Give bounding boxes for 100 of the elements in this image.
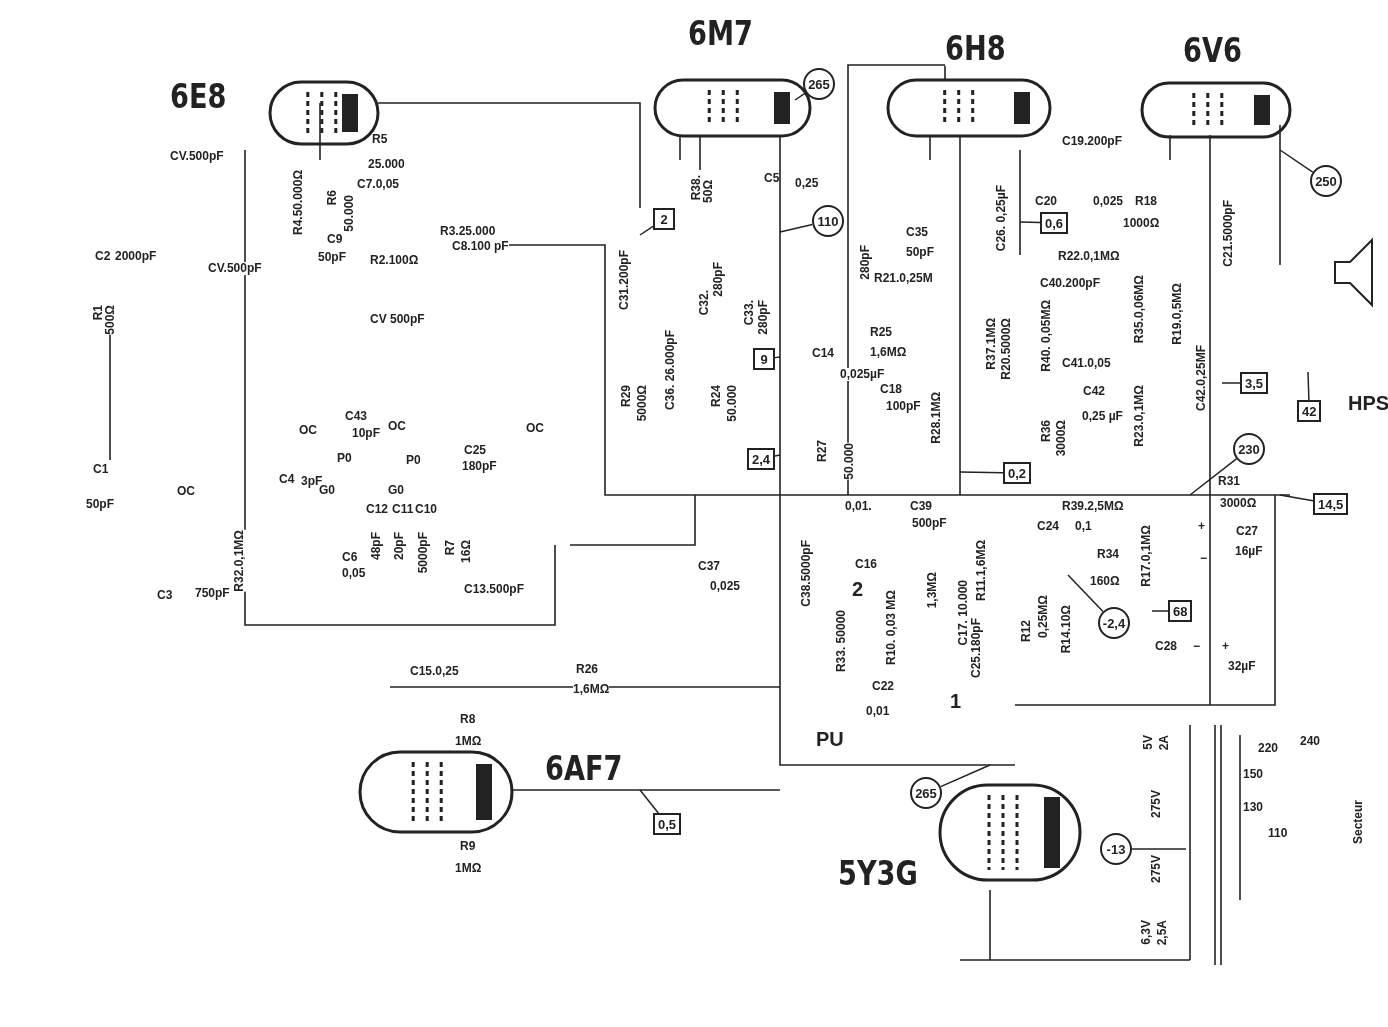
component-label: 240 bbox=[1300, 735, 1321, 748]
component-label: R37.1MΩ bbox=[985, 318, 998, 370]
component-label: R40. 0,05MΩ bbox=[1040, 300, 1053, 372]
component-label: C40.200pF bbox=[1040, 277, 1101, 290]
component-label: 500pF bbox=[912, 517, 947, 530]
component-label: C38.5000pF bbox=[800, 540, 813, 607]
component-label: 50.000 bbox=[343, 195, 356, 232]
component-label: C14 bbox=[812, 347, 834, 360]
leader-line bbox=[1221, 382, 1241, 384]
component-label: C24 bbox=[1037, 520, 1059, 533]
component-label: R20.5000Ω bbox=[1000, 318, 1013, 380]
component-label: C13.500pF bbox=[464, 583, 525, 596]
component-label: R28.1MΩ bbox=[930, 392, 943, 444]
component-label: C42 bbox=[1083, 385, 1105, 398]
component-label: 32µF bbox=[1228, 660, 1256, 673]
voltage-box: 42 bbox=[1297, 400, 1322, 422]
leader-line bbox=[639, 789, 660, 814]
component-label: 0,05 bbox=[342, 567, 366, 580]
component-label: R26 bbox=[576, 663, 598, 676]
switch-position-label: P0 bbox=[337, 452, 352, 465]
component-label: C39 bbox=[910, 500, 932, 513]
component-label: C7.0,05 bbox=[357, 178, 400, 191]
component-label: 50Ω bbox=[702, 180, 715, 203]
leader-line bbox=[794, 92, 807, 101]
component-label: 280pF bbox=[859, 245, 872, 280]
component-label: C27 bbox=[1236, 525, 1258, 538]
component-label: R3.25.000 bbox=[440, 225, 496, 238]
leader-line bbox=[939, 764, 991, 788]
component-label: R27 bbox=[816, 440, 829, 462]
component-label: C42.0,25MF bbox=[1195, 345, 1208, 412]
component-label: 50.000 bbox=[726, 385, 739, 422]
voltage-box: 0,2 bbox=[1003, 462, 1032, 484]
leader-line bbox=[774, 356, 781, 359]
component-label: R5 bbox=[372, 133, 388, 146]
component-label: C4 bbox=[279, 473, 295, 486]
component-label: C15.0,25 bbox=[410, 665, 459, 678]
component-label: R18 bbox=[1135, 195, 1157, 208]
component-label: C6 bbox=[342, 551, 358, 564]
component-label: 275V bbox=[1150, 790, 1163, 819]
component-label: 160Ω bbox=[1090, 575, 1120, 588]
component-label: R17.0,1MΩ bbox=[1140, 525, 1153, 587]
component-label: R31 bbox=[1218, 475, 1240, 488]
component-label: C18 bbox=[880, 383, 902, 396]
component-label: 16Ω bbox=[460, 540, 473, 563]
leader-line bbox=[779, 223, 814, 233]
component-label: R4.50.000Ω bbox=[292, 170, 305, 235]
voltage-circle: 265 bbox=[803, 68, 835, 100]
component-label: 275V bbox=[1150, 855, 1163, 884]
leader-line bbox=[959, 471, 1004, 474]
component-label: 0,025 bbox=[710, 580, 741, 593]
voltage-circle: 265 bbox=[910, 777, 942, 809]
voltage-box: 68 bbox=[1168, 600, 1193, 622]
component-label: R11.1,6MΩ bbox=[975, 540, 988, 601]
component-label: C3 bbox=[157, 589, 173, 602]
component-label: C31.200pF bbox=[618, 250, 631, 311]
component-label: CV.500pF bbox=[208, 262, 262, 275]
component-label: 3000Ω bbox=[1055, 420, 1068, 457]
component-label: C37 bbox=[698, 560, 720, 573]
voltage-box: 3,5 bbox=[1240, 372, 1269, 394]
switch-position-label: OC bbox=[388, 420, 406, 433]
leader-line bbox=[1151, 610, 1169, 612]
component-label: 220 bbox=[1258, 742, 1279, 755]
component-label: 50.000 bbox=[843, 443, 856, 480]
component-label: C11 bbox=[392, 503, 414, 516]
component-label: 50pF bbox=[318, 251, 346, 264]
voltage-circle: -2,4 bbox=[1098, 607, 1130, 639]
component-label: C43 bbox=[345, 410, 367, 423]
component-label: R23.0,1MΩ bbox=[1133, 385, 1146, 447]
component-label: CV.500pF bbox=[170, 150, 224, 163]
component-label: R24 bbox=[710, 385, 723, 407]
voltage-box: 0,6 bbox=[1040, 212, 1069, 234]
component-label: R12 bbox=[1020, 620, 1033, 642]
component-label: C2 bbox=[95, 250, 111, 263]
component-label: 10pF bbox=[352, 427, 380, 440]
switch-position-label: OC bbox=[526, 422, 544, 435]
component-label: R14.10Ω bbox=[1060, 605, 1073, 654]
component-label: 130 bbox=[1243, 801, 1264, 814]
component-label: R25 bbox=[870, 326, 892, 339]
component-label: 2000pF bbox=[115, 250, 157, 263]
component-label: 5000Ω bbox=[636, 385, 649, 422]
component-label: 5000pF bbox=[417, 532, 430, 574]
component-label: 16µF bbox=[1235, 545, 1263, 558]
voltage-circle: 250 bbox=[1310, 165, 1342, 197]
component-label: 150 bbox=[1243, 768, 1264, 781]
component-label: 5V bbox=[1142, 735, 1155, 750]
voltage-box: 14,5 bbox=[1313, 493, 1349, 515]
component-label: 110 bbox=[1268, 827, 1288, 840]
voltage-box: 2,4 bbox=[747, 448, 776, 470]
component-label: C25 bbox=[464, 444, 486, 457]
component-label: R39.2,5MΩ bbox=[1062, 500, 1124, 513]
leader-line bbox=[1189, 458, 1238, 496]
component-label: C35 bbox=[906, 226, 928, 239]
component-label: 50pF bbox=[906, 246, 934, 259]
leader-line bbox=[1067, 574, 1104, 613]
component-label: 1000Ω bbox=[1123, 217, 1160, 230]
component-label: 0,25MΩ bbox=[1037, 595, 1050, 638]
component-label: R21.0,25M bbox=[874, 272, 933, 285]
component-label: 0,25 µF bbox=[1082, 410, 1123, 423]
component-label: 750pF bbox=[195, 587, 230, 600]
voltage-circle: 110 bbox=[812, 205, 844, 237]
